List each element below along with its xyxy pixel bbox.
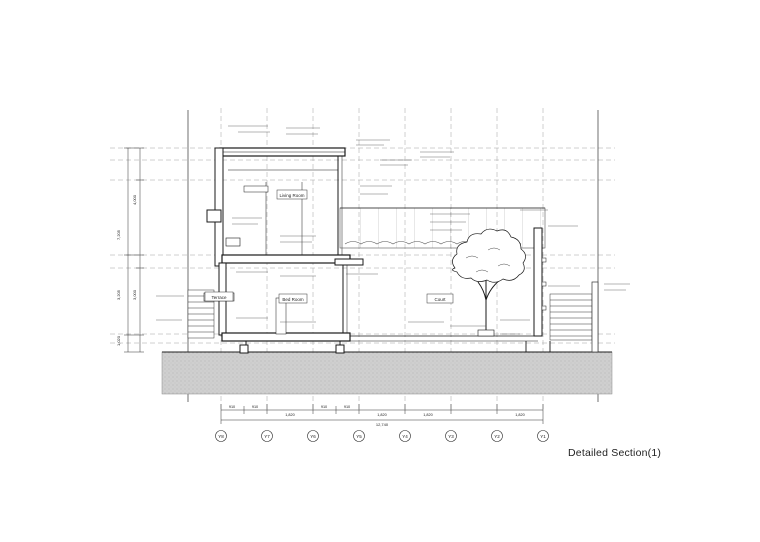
axis-bubble-y1: Y1	[537, 430, 549, 442]
dim-seg-5: 910	[344, 405, 350, 409]
axis-bubble-y5: Y5	[353, 430, 365, 442]
axis-bubble-y3: Y3	[445, 430, 457, 442]
dim-seg-8: 1,820	[515, 413, 525, 417]
level-dimension-labels: 1,020 3,205 7,205 3,000 4,000	[116, 194, 137, 346]
horizontal-dimensions	[220, 404, 544, 424]
dim-seg-2: 910	[252, 405, 258, 409]
right-structure	[525, 227, 551, 353]
drawing-caption: Detailed Section(1)	[568, 447, 662, 459]
axis-bubble-y6: Y6	[307, 430, 319, 442]
level-label-1: 1,020	[116, 335, 121, 346]
axis-label-y2: Y2	[494, 434, 500, 439]
level-label-2: 3,205	[116, 289, 121, 300]
level-label-5: 4,000	[132, 194, 137, 205]
annotation-leaders	[156, 125, 630, 335]
level-label-3: 7,205	[116, 229, 121, 240]
axis-bubble-y4: Y4	[399, 430, 411, 442]
axis-label-y6: Y6	[310, 434, 316, 439]
level-label-4: 3,000	[132, 289, 137, 300]
axis-bubble-y2: Y2	[491, 430, 503, 442]
axis-label-y1: Y1	[540, 434, 546, 439]
axis-label-y8: Y8	[218, 434, 224, 439]
label-living-room: Living Room	[279, 193, 304, 198]
axis-bubble-y7: Y7	[261, 430, 273, 442]
level-dimensions	[124, 147, 144, 353]
axis-label-y7: Y7	[264, 434, 270, 439]
label-bed-room: Bed Room	[282, 297, 304, 302]
axis-label-y3: Y3	[448, 434, 454, 439]
dim-seg-6: 1,820	[377, 413, 387, 417]
dim-total: 12,740	[376, 422, 389, 427]
ground-hatch	[161, 351, 613, 395]
dim-seg-1: 910	[229, 405, 235, 409]
building-section	[206, 147, 364, 354]
axis-label-y5: Y5	[356, 434, 362, 439]
dim-seg-7: 1,820	[423, 413, 433, 417]
label-court: Court	[434, 297, 446, 302]
court-floor	[350, 335, 538, 342]
grid-axis-bubbles: Y8 Y7 Y6 Y5 Y4 Y3 Y2 Y1	[215, 430, 549, 442]
dim-seg-3: 1,820	[285, 413, 295, 417]
axis-bubble-y8: Y8	[215, 430, 227, 442]
right-fence	[549, 281, 599, 353]
dim-seg-4: 910	[321, 405, 327, 409]
room-labels: Living Room Bed Room Court Terrace	[204, 189, 454, 304]
horizontal-dimension-labels: 910 910 1,820 910 910 1,820 1,820 1,820 …	[229, 405, 525, 427]
label-terrace: Terrace	[211, 295, 227, 300]
tree-illustration	[452, 228, 526, 337]
axis-label-y4: Y4	[402, 434, 408, 439]
